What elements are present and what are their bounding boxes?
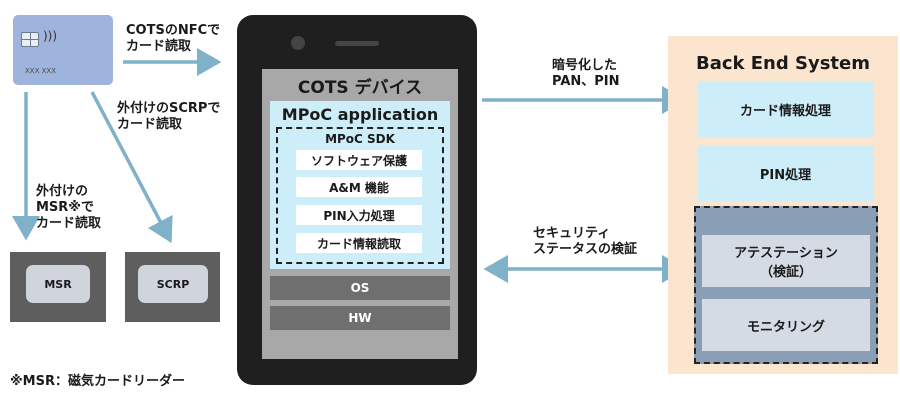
speaker-slot [335,41,379,46]
scrp-read-label: 外付けのSCRPでカード読取 [117,101,221,132]
arrow-scrp [90,91,173,244]
sdk-item: A&M 機能 [296,177,422,197]
card-number: XXX XXX [25,67,56,75]
mpoc-application: MPoC application MPoC SDK ソフトウェア保護 A&M 機… [270,101,450,269]
backend-title: Back End System [695,52,870,74]
sdk-item: カード情報読取 [296,233,422,253]
backend-pin-processing: PIN処理 [697,145,874,201]
sdk-title: MPoC SDK [325,132,395,146]
cots-device: COTS デバイス MPoC application MPoC SDK ソフトウ… [237,15,477,385]
scrp-reader-label: SCRP [138,265,208,303]
camera-icon [291,36,305,50]
nfc-read-label: COTSのNFCでカード読取 [126,23,221,54]
app-title: MPoC application [281,104,439,124]
sdk-item: ソフトウェア保護 [296,150,422,170]
backend-system: Back End System カード情報処理 PIN処理 アテステーション（検… [668,36,898,374]
device-title: COTS デバイス [297,77,423,98]
msr-reader: MSR [10,252,106,322]
attestation-box: アテステーション（検証） [702,235,870,287]
chip-icon [21,32,39,47]
os-layer: OS [270,276,450,300]
mpoc-sdk: MPoC SDK ソフトウェア保護 A&M 機能 PIN入力処理 カード情報読取 [276,127,444,264]
security-group: アテステーション（検証） モニタリング [694,206,878,364]
msr-reader-label: MSR [26,265,90,303]
backend-card-processing: カード情報処理 [697,81,874,137]
payment-card: ))) XXX XXX [13,15,113,85]
sdk-item: PIN入力処理 [296,205,422,225]
hw-layer: HW [270,306,450,330]
footnote: ※MSR：磁気カードリーダー [10,374,185,389]
monitoring-box: モニタリング [702,299,870,351]
security-label: セキュリティステータスの検証 [533,226,638,257]
contactless-icon: ))) [43,29,58,43]
scrp-reader: SCRP [125,252,220,322]
screen: COTS デバイス MPoC application MPoC SDK ソフトウ… [262,69,458,359]
